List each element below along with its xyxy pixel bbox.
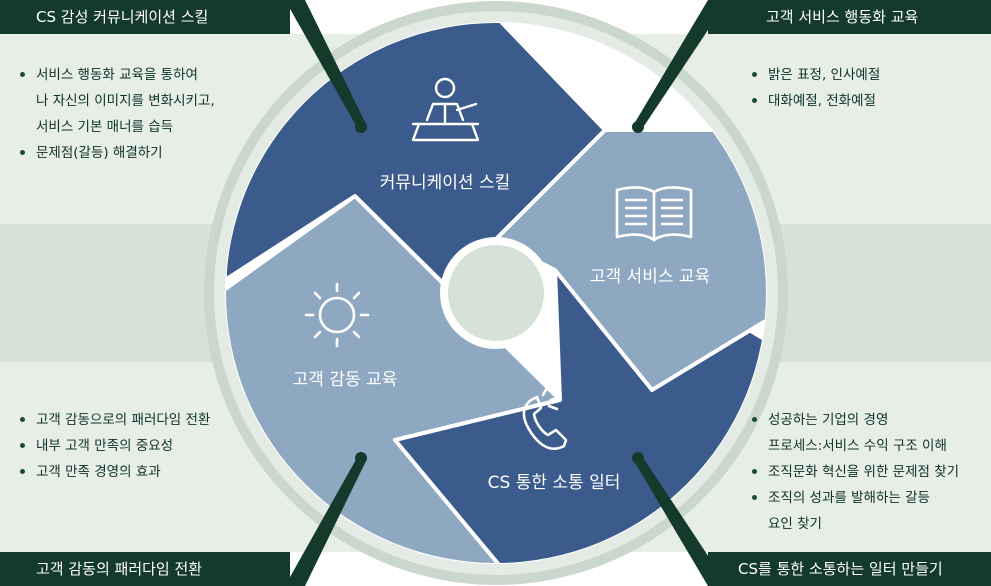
top-right-title: 고객 서비스 행동화 교육 [766, 8, 919, 26]
bottom-left-title: 고객 감동의 패러다임 전환 [36, 560, 203, 578]
list-item: 밝은 표정, 인사예절 [752, 62, 880, 88]
list-item: 조직의 성과를 발해하는 갈등 요인 찾기 [752, 485, 959, 537]
top-right-notes: 밝은 표정, 인사예절 대화예절, 전화예절 [752, 62, 880, 114]
bottom-left-notes: 고객 감동으로의 패러다임 전환 내부 고객 만족의 중요성 고객 만족 경영의… [20, 407, 210, 485]
segment-label-bottom: CS 통한 소통 일터 [487, 473, 621, 493]
top-left-title: CS 감성 커뮤니케이션 스킬 [36, 8, 209, 26]
sun-icon [304, 282, 370, 348]
top-right-title-bar: 고객 서비스 행동화 교육 [708, 0, 991, 34]
top-left-title-bar: CS 감성 커뮤니케이션 스킬 [0, 0, 290, 34]
leader-top-right [632, 0, 728, 133]
center-hub [440, 237, 552, 349]
segment-label-right: 고객 서비스 교육 [589, 267, 711, 287]
bottom-right-title: CS를 통한 소통하는 일터 만들기 [738, 560, 943, 578]
bottom-right-notes: 성공하는 기업의 경영 프로세스:서비스 수익 구조 이해 조직문화 혁신을 위… [752, 407, 959, 537]
list-item: 대화예절, 전화예절 [752, 88, 880, 114]
list-item: 고객 만족 경영의 효과 [20, 459, 210, 485]
list-item: 문제점(갈등) 해결하기 [20, 140, 215, 166]
segment-label-top: 커뮤니케이션 스킬 [379, 173, 511, 193]
list-item: 조직문화 혁신을 위한 문제점 찾기 [752, 459, 959, 485]
list-item: 내부 고객 만족의 중요성 [20, 433, 210, 459]
presenter-icon [411, 77, 480, 142]
top-left-notes: 서비스 행동화 교육을 통하여 나 자신의 이미지를 변화시키고, 서비스 기본… [20, 62, 215, 166]
phone-icon [522, 384, 568, 450]
leader-bottom-left [285, 452, 367, 586]
open-book-icon [615, 186, 693, 242]
leader-top-left [285, 0, 367, 133]
list-item: 고객 감동으로의 패러다임 전환 [20, 407, 210, 433]
bottom-right-title-bar: CS를 통한 소통하는 일터 만들기 [708, 552, 991, 586]
list-item: 서비스 행동화 교육을 통하여 나 자신의 이미지를 변화시키고, 서비스 기본… [20, 62, 215, 140]
bottom-left-title-bar: 고객 감동의 패러다임 전환 [0, 552, 290, 586]
list-item: 성공하는 기업의 경영 프로세스:서비스 수익 구조 이해 [752, 407, 959, 459]
segment-label-left: 고객 감동 교육 [292, 370, 398, 390]
leader-bottom-right [632, 452, 728, 586]
